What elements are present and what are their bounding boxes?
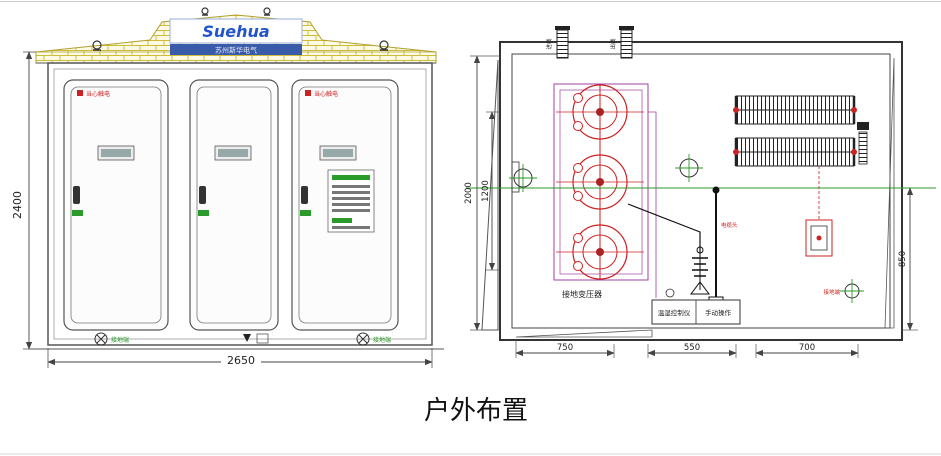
ground-right-label: 接地端 [373, 336, 391, 344]
warning-icon [77, 90, 83, 96]
ground-left-label: 接地端 [111, 336, 129, 344]
transformer-symbol [556, 224, 644, 280]
cabinet-door-3: 当心触电 [291, 79, 399, 331]
control-box: 温湿控制仪 手动操作 [651, 288, 741, 325]
dim-bottom-1: 750 [557, 343, 573, 353]
lifting-eye-icon [92, 40, 102, 51]
door-ground-tag [72, 210, 83, 216]
roof: Suehua 苏州斯华电气 [35, 7, 437, 64]
cabinet-door-1: 当心触电 [63, 79, 169, 331]
radiator-bank-2 [733, 137, 857, 167]
transformer-symbol [556, 154, 644, 210]
door-handle [199, 186, 206, 204]
dim-height-label: 2400 [11, 191, 24, 219]
center-cross-mark [675, 154, 703, 182]
dim-width-label: 2650 [227, 354, 255, 367]
dim-bottom-2: 550 [684, 343, 700, 353]
front-elevation-view: Suehua 苏州斯华电气 当心触电 [11, 7, 444, 368]
radiator-bank-1 [733, 95, 857, 125]
ground-terminal-icon [356, 332, 370, 346]
ground-terminal-icon [94, 332, 108, 346]
cabinet-door-2 [189, 79, 279, 331]
door-ground-tag [198, 210, 209, 216]
control-box-label-right: 手动操作 [705, 308, 732, 317]
dimension-plan-bottom: 750 550 700 [515, 340, 859, 358]
transformer-group [556, 84, 644, 280]
warning-icon [305, 90, 311, 96]
lifting-eye-icon [201, 7, 209, 16]
vent1-label: 进线 [545, 38, 553, 50]
base-symbols: 接地端 接地端 [30, 332, 444, 350]
center-cross-mark [840, 279, 864, 303]
right-wedge [884, 57, 895, 329]
nameplate [327, 169, 375, 233]
door-handle [301, 186, 308, 204]
transformer-symbol [556, 84, 644, 140]
dimension-plan-left-inner: 1200 [481, 111, 500, 271]
enclosure-walls [481, 41, 903, 341]
insulator-icon [690, 246, 710, 295]
side-radiator [857, 122, 869, 165]
door-handle [73, 186, 80, 204]
down-arrow-icon [243, 334, 251, 342]
transformer-label: 接地变压器 [562, 289, 602, 299]
dimension-height: 2400 [11, 51, 36, 350]
center-cross-mark [509, 161, 537, 193]
vent2-label: 出线 [609, 38, 617, 50]
drawing-caption: 户外布置 [424, 396, 528, 425]
roof-vent-2: 出线 [609, 26, 634, 59]
lifting-eye-icon [263, 7, 271, 16]
connection-dot [733, 149, 739, 155]
bottom-wedge [515, 329, 653, 338]
dim-left-outer-label: 2000 [464, 182, 474, 204]
connection-dot [733, 107, 739, 113]
door-warning-label: 当心触电 [86, 90, 110, 98]
dim-left-inner-label: 1200 [481, 180, 491, 202]
lifting-eye-icon [379, 40, 389, 51]
dimension-plan-right: 850 [898, 187, 918, 331]
connection-dot [851, 149, 857, 155]
brand-logo-text: Suehua [202, 22, 269, 41]
ground-point-label: 接地端 [823, 288, 840, 296]
device-box [805, 166, 833, 257]
dimension-width: 2650 [47, 348, 433, 368]
roof-vent-1: 进线 [545, 26, 570, 59]
door-ground-tag [300, 210, 311, 216]
control-box-label-left: 温湿控制仪 [658, 308, 691, 317]
connection-dot [851, 107, 857, 113]
dim-bottom-3: 700 [799, 343, 815, 353]
dim-right-label: 850 [898, 251, 908, 267]
plan-view: 进线 出线 [464, 26, 936, 358]
cable-label: 电缆头 [721, 221, 738, 229]
logo-panel [169, 18, 303, 44]
dimension-plan-left-outer: 2000 [464, 55, 500, 331]
logo-subband [170, 44, 302, 55]
door-warning-label: 当心触电 [314, 90, 338, 98]
brand-sub-text: 苏州斯华电气 [215, 46, 257, 55]
